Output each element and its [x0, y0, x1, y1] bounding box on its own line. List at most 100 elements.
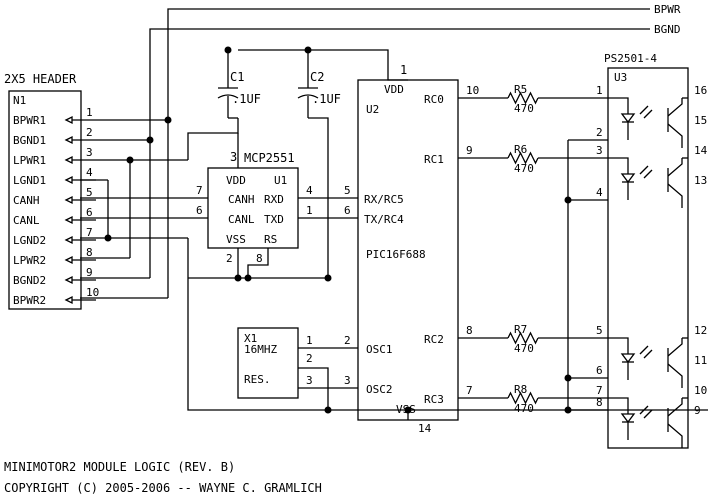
- header-pin-number: 3: [86, 146, 93, 159]
- u2-rc1-pin: 9: [466, 144, 473, 157]
- u3-left-pin-number: 2: [596, 126, 603, 139]
- header-pin-arrow: [64, 255, 73, 265]
- u1-txd: TXD: [264, 213, 284, 226]
- transistor-emitter: [667, 423, 683, 448]
- u3-right-pin-number: 10: [694, 384, 707, 397]
- u2-rc2: RC2: [424, 333, 444, 346]
- junction-dot: [564, 196, 572, 204]
- u1-body: [207, 167, 299, 249]
- u2-osc1-pin: 2: [344, 334, 351, 347]
- opto-channel: [608, 397, 688, 448]
- opto-channel: [608, 97, 688, 148]
- u2-osc1: OSC1: [366, 343, 393, 356]
- footer-line2: COPYRIGHT (C) 2005-2006 -- WAYNE C. GRAM…: [4, 481, 322, 495]
- led-wire: [608, 97, 629, 114]
- resistor-ref: R8: [514, 383, 527, 396]
- transistor-emitter: [667, 183, 683, 208]
- header-pin-arrow: [64, 215, 73, 225]
- header-pin-arrow: [64, 115, 73, 125]
- light-arrow: [639, 165, 649, 175]
- c1-value: .1UF: [232, 92, 261, 106]
- u3-left-pin-number: 7: [596, 384, 603, 397]
- junction-dot: [224, 46, 232, 54]
- header-pin-number: 4: [86, 166, 93, 179]
- u2-rc0: RC0: [424, 93, 444, 106]
- u3-left-pin-number: 3: [596, 144, 603, 157]
- u1-txd-pin: 1: [306, 204, 313, 217]
- header-pin-arrow: [64, 275, 73, 285]
- header-n1: 2X5 HEADER N1 BPWR11BGND12LPWR13LGND14CA…: [4, 72, 168, 310]
- u1-part: MCP2551: [244, 151, 295, 165]
- junction-dot: [104, 234, 112, 242]
- net-label-bgnd: BGND: [654, 23, 681, 36]
- net-rails: BPWR BGND: [149, 3, 681, 140]
- u3-left-pin-number: 8: [596, 396, 603, 409]
- header-pin-name: CANL: [13, 214, 40, 227]
- header-pin: LPWR2 8: [13, 246, 96, 267]
- u2-tx: TX/RC4: [364, 213, 404, 226]
- u2-vdd: VDD: [384, 83, 404, 96]
- u2-rc1: RC1: [424, 153, 444, 166]
- x1-resonator: X1 16MHZ RES. 1 2 3: [237, 327, 358, 410]
- u3-right-pin-number: 9: [694, 404, 701, 417]
- header-pin-name: LPWR1: [13, 154, 46, 167]
- x1-pin1: 1: [306, 334, 313, 347]
- resistor-zigzag: [507, 331, 539, 345]
- header-wiring: [80, 118, 708, 411]
- u3-right-pin-number: 14: [694, 144, 708, 157]
- light-arrow: [639, 405, 649, 415]
- header-pin-name: CANH: [13, 194, 40, 207]
- led-icon: [620, 113, 636, 124]
- transistor-collector: [667, 398, 683, 417]
- u2-pic16f688: 1 VDD U2 RX/RC5 TX/RC4 5 6 PIC16F688 OSC…: [344, 63, 479, 435]
- header-pin-arrow: [64, 175, 73, 185]
- header-pin: BGND2 9: [13, 266, 96, 287]
- header-pin-arrow: [64, 295, 73, 305]
- junction-dot: [146, 136, 154, 144]
- led-icon: [620, 173, 636, 184]
- resistor-value: 470: [514, 162, 534, 175]
- header-pin-name: BPWR1: [13, 114, 46, 127]
- u3-right-pin-number: 16: [694, 84, 707, 97]
- junction-dot: [564, 374, 572, 382]
- u3-right-pin-number: 12: [694, 324, 707, 337]
- u2-rx-pin: 5: [344, 184, 351, 197]
- u1-canl: CANL: [228, 213, 255, 226]
- u1-canh-pin: 7: [196, 184, 203, 197]
- resistor-ref: R7: [514, 323, 527, 336]
- footer-line1: MINIMOTOR2 MODULE LOGIC (REV. B): [4, 460, 235, 474]
- header-pin-number: 8: [86, 246, 93, 259]
- resistor-zigzag: [507, 151, 539, 165]
- header-pin-number: 9: [86, 266, 93, 279]
- resistor-value: 470: [514, 342, 534, 355]
- resistor-value: 470: [514, 102, 534, 115]
- opto-channel: [608, 337, 688, 388]
- u2-rc3-pin: 7: [466, 384, 473, 397]
- light-arrow: [643, 349, 653, 359]
- header-pin-number: 10: [86, 286, 99, 299]
- transistor-collector: [667, 158, 683, 177]
- u1-vdd: VDD: [226, 174, 246, 187]
- net-label-bpwr: BPWR: [654, 3, 681, 16]
- header-pins: BPWR11BGND12LPWR13LGND14CANH5CANL6LGND27…: [13, 106, 168, 307]
- header-pin-name: BGND2: [13, 274, 46, 287]
- u3-left-pin-number: 4: [596, 186, 603, 199]
- header-pin-name: LGND1: [13, 174, 46, 187]
- header-pin-name: LPWR2: [13, 254, 46, 267]
- transistor-collector: [667, 338, 683, 357]
- transistor-emitter: [667, 123, 683, 148]
- junction-dot: [564, 406, 572, 414]
- resistor-zigzag: [507, 391, 539, 405]
- u2-rc3: RC3: [424, 393, 444, 406]
- light-arrow: [639, 345, 649, 355]
- x1-ref: X1: [244, 332, 257, 345]
- u1-mcp2551: 3 MCP2551 VDD U1 CANH CANL RXD TXD VSS R…: [188, 150, 358, 279]
